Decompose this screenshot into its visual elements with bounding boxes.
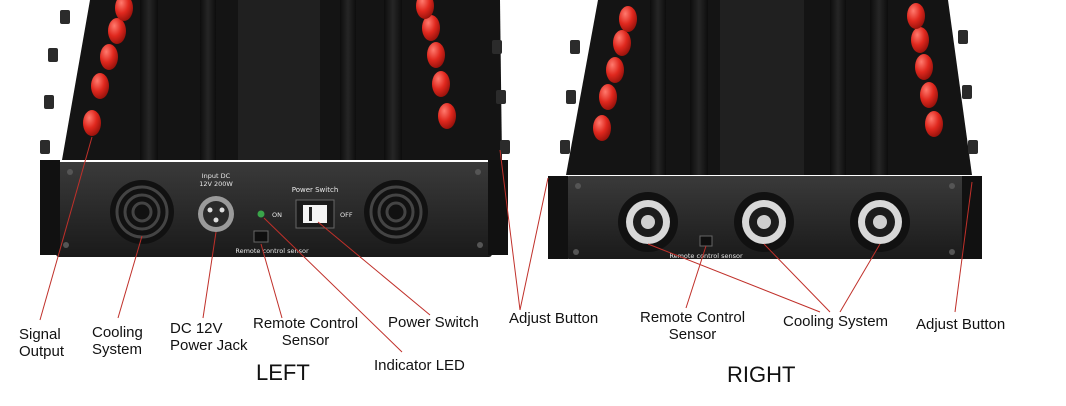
callout-indicator-led: Indicator LED [374,357,465,374]
remote-sensor-right [699,235,713,247]
label-on: ON [272,211,282,219]
callout-cooling-left: Cooling System [92,324,143,358]
fan-right-1 [618,192,678,252]
label-remote-sensor-right: Remote control sensor [669,252,743,260]
fan-right-3 [850,192,910,252]
callout-remote-left-line1: Remote Control [253,315,359,332]
caption-left: LEFT [256,360,310,385]
label-off: OFF [340,211,353,219]
callout-cooling-left-line2: System [92,341,143,358]
right-device: Remote control sensor [548,0,982,260]
callout-dc-jack-line2: Power Jack [170,337,248,354]
power-switch [295,199,335,229]
left-device: Input DC 12V 200W Power Switch ON OFF Re… [40,0,510,257]
callout-dc-jack-line1: DC 12V [170,320,223,337]
dc-jack [198,196,234,232]
callout-dc-jack: DC 12V Power Jack [170,320,248,354]
label-power-switch: Power Switch [292,186,339,194]
leader-lines [39,136,973,353]
callout-signal-output: Signal Output [19,326,64,360]
callout-adjust-left: Adjust Button [509,310,599,327]
callout-adjust-right: Adjust Button [916,316,1006,333]
callout-remote-right-line1: Remote Control [640,309,746,326]
callout-remote-right-line2: Sensor [668,326,717,343]
antenna-row-right [593,3,943,141]
fan-left-1 [110,180,174,244]
callout-power-switch: Power Switch [388,314,479,331]
callout-remote-left-line2: Sensor [281,332,330,349]
caption-right: RIGHT [727,362,796,387]
label-input-rating: 12V 200W [199,180,233,188]
callout-cooling-left-line1: Cooling [92,324,143,341]
fan-left-2 [364,180,428,244]
label-remote-sensor-left: Remote control sensor [235,247,309,255]
indicator-led [257,210,265,218]
callout-signal-output-line1: Signal [19,326,61,343]
callout-remote-left: Remote Control Sensor [253,315,358,349]
remote-sensor-left [253,230,269,243]
callout-signal-output-line2: Output [19,343,65,360]
callout-cooling-right: Cooling System [783,313,889,330]
antenna-row-left [83,0,456,136]
callout-remote-right: Remote Control Sensor [640,309,745,343]
label-input-dc: Input DC [202,172,231,180]
fan-right-2 [734,192,794,252]
